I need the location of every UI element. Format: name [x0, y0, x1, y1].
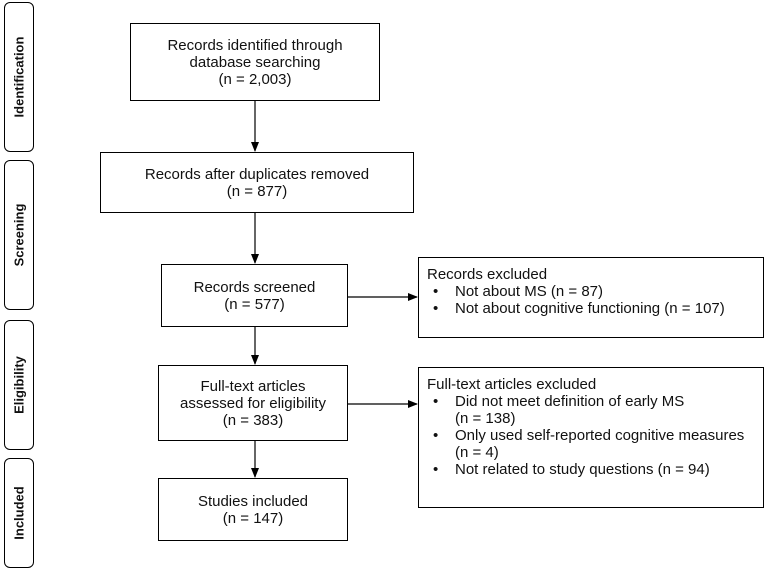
- full-text-excluded-item-count: (n = 138): [455, 410, 516, 427]
- stage-included: Included: [4, 458, 34, 568]
- box-full-text-assessed-line1: Full-text articles: [200, 377, 306, 395]
- full-text-excluded-item: Did not meet definition of early MS: [427, 393, 755, 410]
- box-studies-included: Studies included (n = 147): [158, 478, 348, 541]
- box-full-text-assessed: Full-text articles assessed for eligibil…: [158, 365, 348, 441]
- box-records-after-duplicates-count: (n = 877): [226, 182, 288, 200]
- box-records-screened-line1: Records screened: [193, 278, 316, 296]
- full-text-excluded-item: Only used self-reported cognitive measur…: [427, 427, 755, 444]
- stage-screening: Screening: [4, 160, 34, 310]
- full-text-excluded-item-count: (n = 4): [455, 444, 499, 461]
- box-records-identified-line1: Records identified through: [167, 36, 343, 54]
- records-excluded-list: Not about MS (n = 87) Not about cognitiv…: [427, 283, 755, 317]
- box-records-identified: Records identified through database sear…: [130, 23, 380, 101]
- box-records-identified-count: (n = 2,003): [218, 70, 292, 88]
- box-studies-included-count: (n = 147): [222, 509, 284, 527]
- box-full-text-assessed-line2: assessed for eligibility: [180, 394, 326, 412]
- box-full-text-assessed-count: (n = 383): [222, 411, 284, 429]
- full-text-excluded-list: Did not meet definition of early MS (n =…: [427, 393, 755, 478]
- records-excluded-item: Not about MS (n = 87): [427, 283, 755, 300]
- box-records-after-duplicates: Records after duplicates removed (n = 87…: [100, 152, 414, 213]
- box-records-after-duplicates-line1: Records after duplicates removed: [144, 165, 370, 183]
- box-records-excluded: Records excluded Not about MS (n = 87) N…: [418, 257, 764, 338]
- box-records-identified-line2: database searching: [189, 53, 321, 71]
- stage-eligibility: Eligibility: [4, 320, 34, 450]
- box-full-text-excluded: Full-text articles excluded Did not meet…: [418, 367, 764, 508]
- box-records-screened-count: (n = 577): [224, 295, 285, 313]
- full-text-excluded-title: Full-text articles excluded: [427, 376, 597, 393]
- stage-identification: Identification: [4, 2, 34, 152]
- records-excluded-item: Not about cognitive functioning (n = 107…: [427, 300, 755, 317]
- records-excluded-title: Records excluded: [427, 266, 548, 283]
- box-studies-included-line1: Studies included: [197, 492, 309, 510]
- box-records-screened: Records screened (n = 577): [161, 264, 348, 327]
- full-text-excluded-item: Not related to study questions (n = 94): [427, 461, 755, 478]
